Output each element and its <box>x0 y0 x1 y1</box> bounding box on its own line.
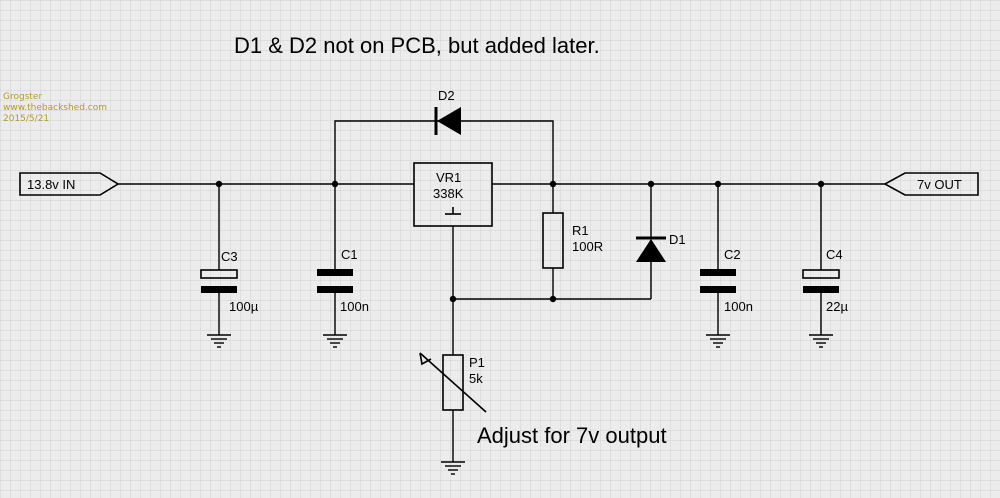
ground-c4 <box>809 334 833 348</box>
junction-out <box>549 180 557 188</box>
junction-c2 <box>714 180 722 188</box>
title-note: D1 & D2 not on PCB, but added later. <box>234 33 600 58</box>
ground-p1 <box>441 461 465 475</box>
c4-value: 22µ <box>826 299 848 314</box>
capacitor-c1-plate <box>317 286 353 293</box>
c2-value: 100n <box>724 299 753 314</box>
potentiometer-p1-arrow-tip <box>419 352 432 366</box>
regulator-ref: VR1 <box>436 170 461 185</box>
diode-d2 <box>437 107 461 135</box>
regulator-value: 338K <box>433 186 464 201</box>
output-port <box>883 172 979 196</box>
c2-ref: C2 <box>724 247 741 262</box>
capacitor-c4-plate <box>803 286 839 293</box>
capacitor-c2 <box>700 269 736 276</box>
d2-ref: D2 <box>438 88 455 103</box>
c3-value: 100µ <box>229 299 259 314</box>
adjust-note: Adjust for 7v output <box>477 423 667 448</box>
junction-adj <box>449 295 457 303</box>
c1-value: 100n <box>340 299 369 314</box>
ground-c1 <box>323 334 347 348</box>
r1-ref: R1 <box>572 223 589 238</box>
capacitor-c4 <box>802 269 840 279</box>
junction-c1 <box>331 180 339 188</box>
input-port-label: 13.8v IN <box>27 177 75 192</box>
c1-ref: C1 <box>341 247 358 262</box>
capacitor-c2-plate <box>700 286 736 293</box>
input-port <box>19 172 120 196</box>
watermark-site: www.thebackshed.com <box>3 103 107 113</box>
p1-value: 5k <box>469 371 483 386</box>
junction-c4 <box>817 180 825 188</box>
output-port-label: 7v OUT <box>917 177 962 192</box>
d1-ref: D1 <box>669 232 686 247</box>
c4-ref: C4 <box>826 247 843 262</box>
junction-c3 <box>215 180 223 188</box>
junction-d1 <box>647 180 655 188</box>
c3-ref: C3 <box>221 249 238 264</box>
ground-c3 <box>207 334 231 348</box>
capacitor-c3-plate <box>201 286 237 293</box>
watermark-author: Grogster <box>3 92 42 102</box>
capacitor-c1 <box>317 269 353 276</box>
ground-c2 <box>706 334 730 348</box>
potentiometer-p1-arrow <box>419 352 487 413</box>
p1-ref: P1 <box>469 355 485 370</box>
junction-r1-bottom <box>549 295 557 303</box>
r1-value: 100R <box>572 239 603 254</box>
diode-d1 <box>636 239 666 262</box>
capacitor-c3 <box>200 269 238 279</box>
watermark-date: 2015/5/21 <box>3 114 49 124</box>
